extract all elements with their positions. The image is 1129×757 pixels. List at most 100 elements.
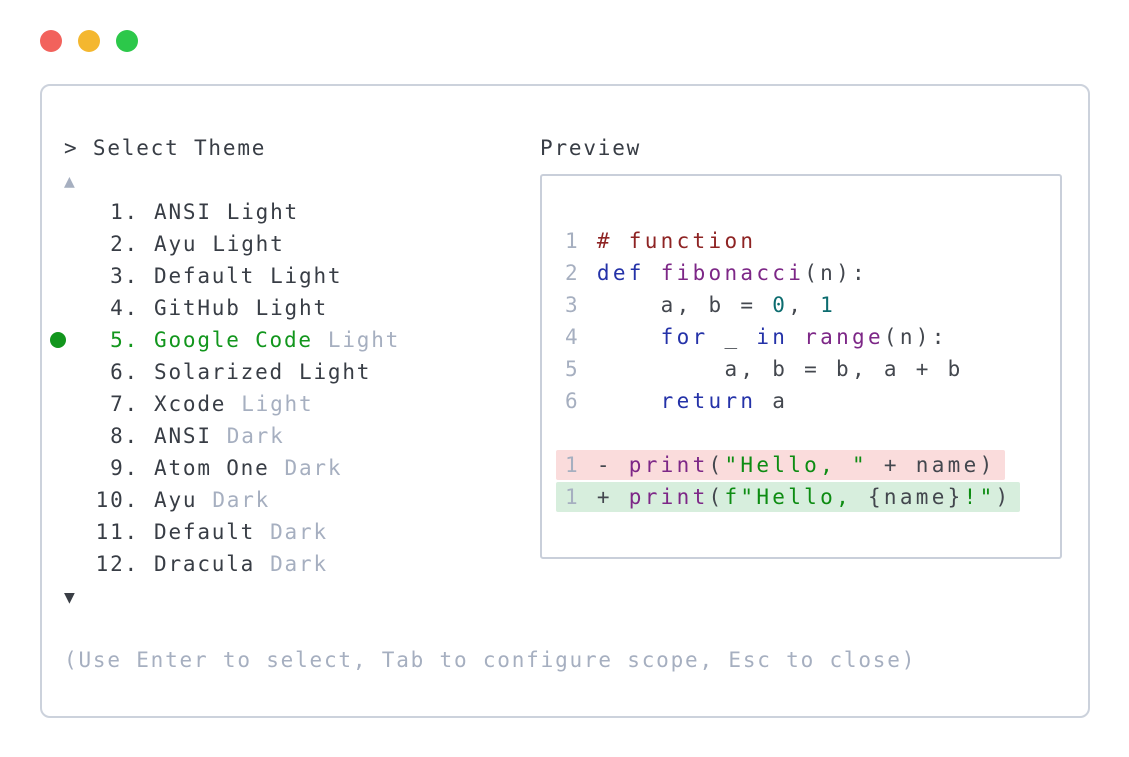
item-number: 10. [95,488,139,512]
item-name: Atom One [154,456,270,480]
line-number: 1 [565,453,581,477]
item-variant: Dark [270,552,328,576]
item-number: 11. [95,520,139,544]
token-function: print [628,453,709,477]
item-variant: Dark [212,488,271,512]
line-number: 3 [565,293,581,317]
token-plain [581,389,661,413]
item-variant: Light [270,264,343,288]
diff-plus-sign: + [580,485,629,509]
token-plain: (n): [804,261,868,285]
token-string: f"Hello, [724,485,868,509]
item-number: 4. [110,296,139,320]
token-plain [788,325,804,349]
item-variant: Light [255,296,328,320]
item-variant: Dark [226,424,285,448]
token-keyword: def [596,261,645,285]
theme-item-solarized-light[interactable]: 6. Solarized Light [64,356,916,388]
item-number: 8. [110,424,139,448]
token-number: 1 [820,293,837,317]
zoom-window-icon[interactable] [116,30,138,52]
scroll-up-row[interactable]: ▲ [64,164,916,196]
theme-item-ayu-dark[interactable]: 10. Ayu Dark [64,484,916,516]
token-plain: + name) [867,453,996,477]
token-function: range [804,325,884,349]
token-number: 0 [772,293,789,317]
item-name: Default [154,520,256,544]
diff-added-highlight: 1 + print(f"Hello, {name}!") [556,482,1021,512]
window-traffic-lights [40,30,138,52]
minimize-window-icon[interactable] [78,30,100,52]
code-line-1: 1 # function [565,225,1060,257]
diff-minus-sign: - [580,453,629,477]
token-comment: # function [580,229,757,253]
item-variant: Light [226,200,299,224]
token-keyword: for [660,325,709,349]
line-number: 6 [565,389,581,413]
token-plain: , [788,293,821,317]
item-variant: Light [299,360,372,384]
picker-title: > Select Theme [64,132,916,164]
token-plain [581,261,597,285]
token-plain: ( [708,453,725,477]
code-line-5: 5 a, b = b, a + b [565,353,1060,385]
line-number: 1 [565,229,581,253]
item-number: 9. [110,456,139,480]
token-subst: {name} [867,485,964,509]
token-plain: a [756,389,789,413]
item-number: 2. [110,232,139,256]
close-window-icon[interactable] [40,30,62,52]
token-plain: ) [995,485,1012,509]
token-keyword: in [756,325,789,349]
item-number: 6. [110,360,139,384]
line-number: 5 [565,357,581,381]
scroll-up-icon[interactable]: ▲ [64,171,77,192]
item-number: 5. [110,328,139,352]
item-number: 12. [95,552,139,576]
item-variant: Light [212,232,285,256]
item-name: Ayu [154,488,198,512]
line-number: 4 [565,325,581,349]
token-string: "Hello, " [724,453,868,477]
item-name: Solarized [154,360,284,384]
picker-title-text: > Select Theme [64,136,267,160]
item-name: Dracula [154,552,256,576]
selected-indicator-dot [50,332,66,348]
blank-line [565,417,1060,449]
code-line-4: 4 for _ in range(n): [565,321,1060,353]
item-variant: Light [241,392,314,416]
preview-label: Preview [540,136,642,160]
item-variant: Dark [270,520,328,544]
item-number: 1. [110,200,139,224]
item-name: Ayu [154,232,198,256]
spacer-row [64,612,916,644]
theme-item-ansi-light[interactable]: 1. ANSI Light [64,196,916,228]
token-plain [581,325,661,349]
preview-code-box: 1 # function 2 def fibonacci(n): 3 a, b … [540,174,1062,559]
diff-removed-highlight: 1 - print("Hello, " + name) [556,450,1005,480]
token-function: fibonacci [660,261,805,285]
item-number: 7. [110,392,139,416]
theme-item-default-dark[interactable]: 11. Default Dark [64,516,916,548]
theme-item-dracula-dark[interactable]: 12. Dracula Dark [64,548,916,580]
scroll-down-icon[interactable]: ▼ [64,587,77,608]
scroll-down-row[interactable]: ▼ [64,580,916,612]
token-plain: a, b = b, a + b [580,357,964,381]
token-keyword: return [660,389,757,413]
theme-item-ayu-light[interactable]: 2. Ayu Light [64,228,916,260]
item-name: ANSI [154,200,212,224]
diff-line-added: 1 + print(f"Hello, {name}!") [556,481,1060,513]
item-name: Default [154,264,256,288]
token-function: print [628,485,709,509]
token-string: !" [963,485,996,509]
item-variant: Light [327,328,401,352]
code-line-2: 2 def fibonacci(n): [565,257,1060,289]
